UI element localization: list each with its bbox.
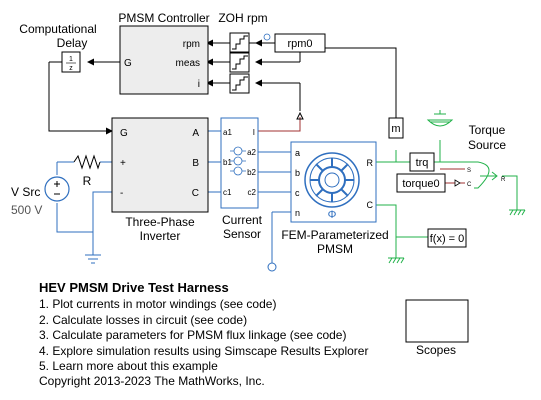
zoh-meas-block[interactable]	[229, 52, 250, 73]
torque-source-block[interactable]: Torque Source S C R	[454, 123, 506, 189]
delay-label-1: Computational	[19, 22, 96, 36]
mechanical-reference-2[interactable]	[388, 257, 405, 264]
current-sensor-block[interactable]: a1 I b1 c1 a2 b2 c2 Current Sensor	[220, 117, 263, 241]
inverter-port-c: C	[192, 188, 199, 199]
pmsm-port-n: n	[295, 208, 300, 218]
three-phase-inverter-block[interactable]: G + - A B C Three-Phase Inverter	[111, 117, 209, 243]
flux-phi-icon: Φ	[328, 209, 337, 221]
pmsm-port-c-case: C	[367, 200, 374, 210]
rpm0-block[interactable]: rpm0	[274, 33, 326, 53]
pmsm-port-r: R	[367, 158, 374, 168]
solver-configuration-block[interactable]: f(x) = 0	[427, 228, 467, 248]
inverter-label-2: Inverter	[140, 229, 181, 243]
m-measurement-block[interactable]: m	[388, 117, 404, 139]
model-annotations: HEV PMSM Drive Test Harness 1. Plot curr…	[39, 280, 399, 388]
sensor-port-a2: a2	[247, 148, 256, 157]
zoh-rpm-block[interactable]: ZOH rpm	[218, 11, 271, 53]
pmsm-controller-block[interactable]: PMSM Controller G rpm meas i	[118, 11, 210, 95]
sensor-port-i: I	[253, 128, 255, 137]
pmsm-port-c: c	[295, 188, 300, 198]
inverter-port-b: B	[192, 158, 199, 169]
inverter-port-minus: -	[120, 188, 123, 199]
controller-port-rpm: rpm	[183, 39, 200, 50]
inverter-label-1: Three-Phase	[125, 215, 195, 229]
scopes-block[interactable]: Scopes	[405, 299, 469, 357]
delay-denominator: z	[69, 65, 73, 72]
note-item-learn-more[interactable]: 5. Learn more about this example	[39, 359, 218, 373]
electrical-reference-ground[interactable]	[85, 254, 101, 264]
note-item-flux-params[interactable]: 3. Calculate parameters for PMSM flux li…	[39, 328, 347, 342]
zoh-label: ZOH rpm	[218, 11, 267, 25]
vsrc-value: 500 V	[11, 203, 42, 217]
solver-label: f(x) = 0	[430, 233, 465, 245]
delay-label-2: Delay	[57, 36, 88, 50]
torque0-label: torque0	[402, 178, 439, 190]
sensor-port-b2: b2	[247, 168, 256, 177]
computational-delay-block[interactable]: Computational Delay 1 z	[19, 22, 97, 73]
inverter-port-a: A	[192, 128, 199, 139]
pmsm-port-a: a	[295, 148, 300, 158]
m-label: m	[391, 123, 400, 135]
copyright: Copyright 2013-2023 The MathWorks, Inc.	[39, 374, 265, 388]
neutral-port[interactable]	[267, 262, 277, 272]
torque-source-port-s: S	[467, 168, 471, 174]
scopes-label: Scopes	[416, 343, 456, 357]
torque-source-label-1: Torque	[469, 123, 506, 137]
voltage-source-block[interactable]: V Src 500 V	[11, 176, 70, 217]
ammeter-a-icon	[233, 146, 243, 156]
sensor-port-b1: b1	[223, 158, 232, 167]
sensor-port-c1: c1	[223, 188, 232, 197]
ammeter-c-icon	[233, 166, 243, 176]
sensor-port-c2: c2	[248, 188, 257, 197]
signal-lines	[48, 39, 397, 137]
resistor-label: R	[83, 174, 92, 188]
note-item-results-explorer[interactable]: 4. Explore simulation results using Sims…	[39, 343, 369, 358]
model-title: HEV PMSM Drive Test Harness	[39, 280, 229, 295]
delay-numerator: 1	[69, 56, 73, 63]
sensor-label-1: Current	[222, 213, 263, 227]
note-item-losses[interactable]: 2. Calculate losses in circuit (see code…	[39, 312, 248, 327]
controller-port-meas: meas	[176, 58, 200, 69]
note-item-plot-currents[interactable]: 1. Plot currents in motor windings (see …	[39, 297, 277, 311]
pmsm-label-1: FEM-Parameterized	[281, 228, 388, 242]
torque0-block[interactable]: torque0	[396, 173, 446, 193]
mechanical-reference-1[interactable]	[509, 209, 526, 216]
fem-pmsm-block[interactable]: a b c n R C Φ FEM-Parameterized PMSM	[281, 141, 389, 256]
vsrc-label: V Src	[11, 185, 40, 199]
pmsm-port-b: b	[295, 168, 300, 178]
ammeter-b-icon	[233, 156, 243, 166]
torque-source-label-2: Source	[468, 138, 506, 152]
controller-title: PMSM Controller	[118, 11, 209, 25]
electrical-lines	[56, 130, 291, 263]
inertia-icon[interactable]	[426, 110, 454, 127]
controller-port-g: G	[124, 58, 132, 69]
trq-label: trq	[416, 157, 429, 169]
resistor-r-block[interactable]: R	[73, 154, 101, 188]
zoh-i-block[interactable]	[229, 73, 250, 94]
inverter-port-plus: +	[120, 158, 126, 169]
trq-block[interactable]: trq	[409, 152, 435, 172]
pmsm-label-2: PMSM	[317, 242, 353, 256]
torque-source-port-c: C	[467, 182, 472, 188]
sensor-port-a1: a1	[223, 128, 232, 137]
sensor-label-2: Sensor	[223, 227, 261, 241]
torque-source-port-r: R	[501, 177, 506, 183]
motor-icon	[304, 152, 360, 208]
inverter-port-g: G	[120, 128, 128, 139]
controller-port-i: i	[198, 79, 200, 90]
rpm0-label: rpm0	[287, 38, 312, 50]
